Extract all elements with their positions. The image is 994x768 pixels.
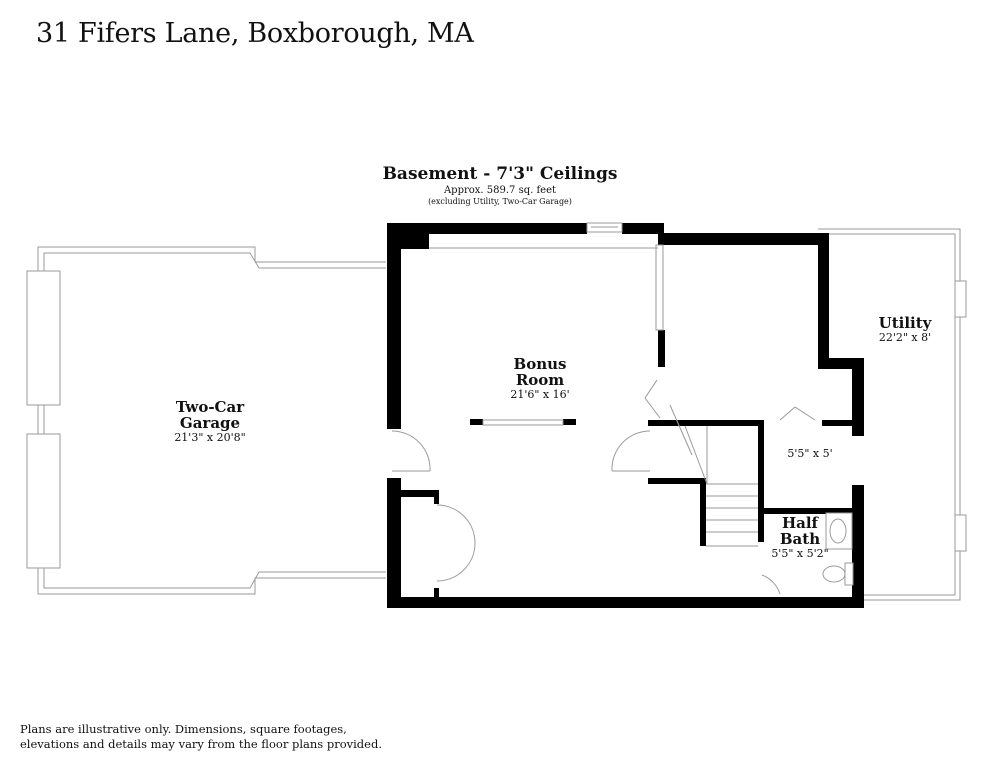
walls — [387, 223, 864, 608]
room-label-closet: 5'5" x 5' — [787, 447, 833, 460]
room-label-garage: Two-Car Garage 21'3" x 20'8" — [174, 398, 246, 444]
disclaimer: Plans are illustrative only. Dimensions,… — [20, 722, 382, 751]
bath-fixtures — [822, 512, 854, 586]
room-label-utility: Utility 22'2" x 8' — [878, 314, 932, 344]
garage-doors — [26, 270, 61, 569]
room-label-half-bath: Half Bath 5'5" x 5'2" — [771, 514, 829, 560]
floor-area: Approx. 589.7 sq. feet — [443, 185, 557, 196]
floor-name: Basement - 7'3" Ceilings — [382, 164, 618, 184]
page-title: 31 Fifers Lane, Boxborough, MA — [36, 18, 474, 49]
windows — [429, 222, 664, 426]
room-label-bonus-room: Bonus Room 21'6" x 16' — [510, 355, 570, 401]
floor-note: (excluding Utility, Two-Car Garage) — [428, 197, 572, 206]
utility-outline — [818, 228, 967, 601]
floor-header: Basement - 7'3" Ceilings Approx. 589.7 s… — [360, 164, 640, 206]
doors — [391, 379, 816, 595]
stairs — [669, 404, 758, 547]
garage-outline — [37, 246, 386, 595]
